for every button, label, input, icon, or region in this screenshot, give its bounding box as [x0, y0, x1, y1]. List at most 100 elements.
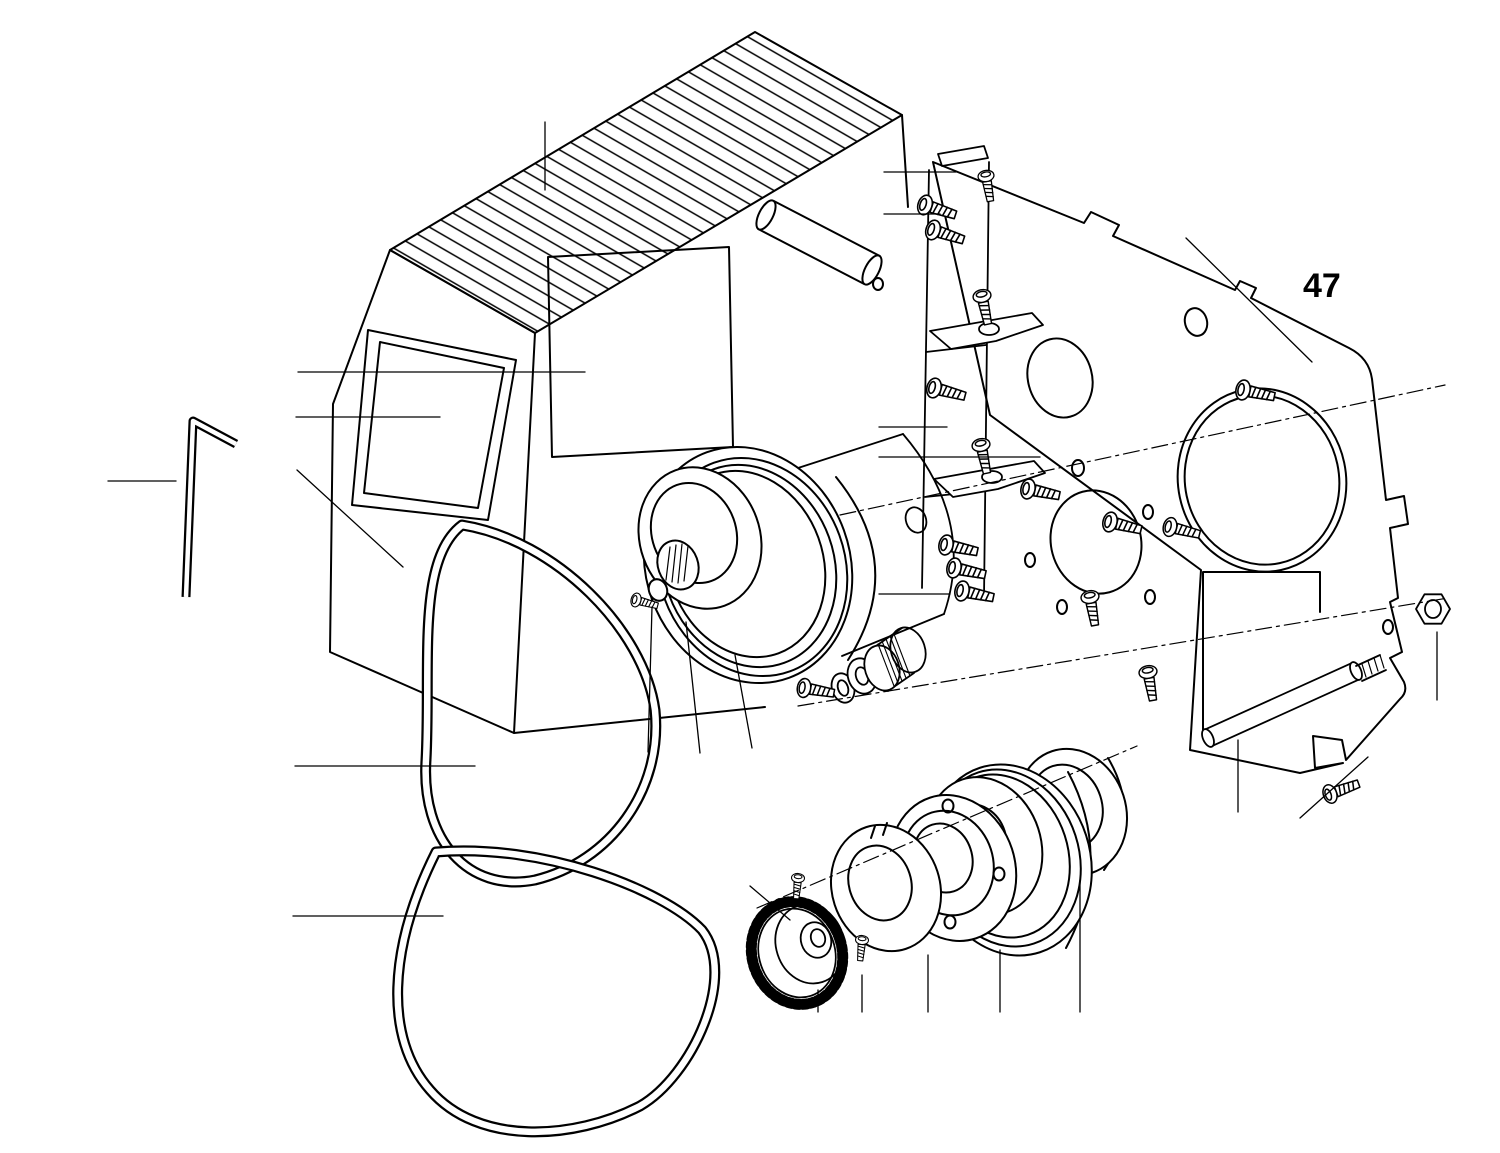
- screw: [1233, 377, 1278, 408]
- allen-key: [181, 416, 239, 598]
- wing-bracket-lower: [933, 460, 1046, 498]
- pin-thread-1: [1361, 663, 1367, 678]
- screw: [936, 532, 981, 563]
- spacer-knurl-5: [893, 633, 911, 677]
- nut-body: [1415, 593, 1451, 625]
- center-line: [797, 597, 1449, 707]
- roller-hole: [872, 277, 884, 291]
- screw: [853, 934, 870, 962]
- screw: [922, 217, 968, 251]
- spacer-edge-top: [875, 627, 903, 647]
- spacer-knurl-4: [889, 635, 907, 679]
- roller-edge-top: [772, 200, 881, 257]
- cover-bottom-edge: [513, 706, 766, 734]
- screw: [1137, 663, 1163, 703]
- motor-edge-top: [797, 433, 904, 469]
- drive-belt-upper: [420, 519, 662, 888]
- plate-hole-a: [1071, 459, 1085, 477]
- leader-line: [647, 606, 653, 753]
- screw: [1319, 773, 1363, 807]
- leader-line: [749, 885, 791, 921]
- pin-thread-bottom: [1361, 669, 1387, 682]
- pulley-shaft-tip: [647, 578, 669, 602]
- pulley-hub-knurl: [656, 539, 700, 591]
- roller-body: [758, 201, 880, 284]
- screw: [1079, 588, 1105, 628]
- back-plate-small-hole: [1183, 307, 1209, 337]
- bracket-rail-right: [983, 161, 990, 599]
- pin-edge-bottom: [1210, 678, 1361, 748]
- clamp-slot-2: [882, 822, 888, 836]
- center-line: [756, 745, 1138, 909]
- washer-small-hole: [836, 679, 850, 697]
- bracket-top-tab: [937, 145, 989, 167]
- hub-knurl-line-3: [677, 543, 683, 584]
- gear-center-hole: [809, 928, 827, 948]
- roller-pin: [755, 199, 884, 291]
- pulley-face-ring: [649, 481, 739, 585]
- cover-right-edge: [901, 114, 909, 208]
- machine-cover: [329, 31, 909, 734]
- pin-end-left: [1201, 728, 1215, 748]
- motor-pulley: [637, 445, 877, 685]
- cover-window-outer: [351, 329, 517, 521]
- plate-hole-d: [1056, 599, 1068, 615]
- pin-thread-4: [1379, 654, 1385, 669]
- plate-hole-c: [1142, 504, 1154, 520]
- pin-body: [1204, 662, 1360, 747]
- leader-line: [734, 654, 753, 749]
- flange-bolt-hole-4: [992, 866, 1006, 882]
- back-plate: [932, 161, 1409, 774]
- cover-window-inner: [363, 341, 505, 509]
- screw: [923, 375, 969, 407]
- gear-body: [757, 907, 837, 999]
- belt-upper-core: [422, 521, 660, 886]
- screw: [789, 872, 806, 900]
- center-lines: [756, 384, 1449, 909]
- washer-spacer-set: [830, 626, 927, 704]
- leader-lines: [107, 121, 1438, 1013]
- motor-end-cap: [902, 433, 955, 615]
- wing-bracket-upper: [929, 312, 1044, 350]
- clamp-ring-outer: [829, 823, 943, 953]
- drive-belt-lower: [392, 845, 721, 1138]
- hub-knurl-line-1: [665, 546, 671, 581]
- center-line: [839, 384, 1446, 516]
- screw: [914, 192, 960, 226]
- spacer-knurl-1: [877, 643, 895, 687]
- spacer-knurl-2: [881, 640, 899, 684]
- screw: [976, 168, 1000, 204]
- clamp-slot-1: [870, 825, 876, 839]
- gear-hub-ring: [799, 921, 833, 959]
- wing-bracket-lower-hub: [981, 470, 1003, 484]
- plate-hole-e: [1144, 589, 1156, 605]
- flange-bolt-hole-3: [943, 914, 957, 930]
- screw: [952, 578, 997, 609]
- pin-edge-top: [1203, 661, 1354, 731]
- roller-edge-bottom: [757, 228, 866, 285]
- part-number-47: 47: [1303, 267, 1341, 305]
- screw: [794, 676, 837, 704]
- mid-hole: [1026, 337, 1094, 419]
- screw: [1018, 476, 1063, 507]
- plate-hole-f: [1382, 619, 1394, 635]
- hub-knurl-line-2: [671, 544, 677, 583]
- spacer-end-left: [863, 644, 901, 692]
- allen-key-core: [183, 418, 238, 598]
- belt-lower-outer: [392, 845, 721, 1138]
- back-plate-main-hole: [1176, 387, 1348, 573]
- hub-knurl-line-4: [683, 545, 689, 582]
- pulley-back-rim: [835, 476, 877, 661]
- flange-bolt-hole-1: [941, 798, 955, 814]
- handwheel-assembly: [745, 747, 1129, 1010]
- support-pin: [1201, 654, 1387, 748]
- roller-end-right: [861, 254, 883, 286]
- gear-face: [774, 903, 846, 985]
- back-plate-outline: [932, 161, 1409, 774]
- screw: [1099, 509, 1145, 541]
- pin-thread-2: [1367, 660, 1373, 675]
- leader-line: [1299, 756, 1369, 819]
- mounting-bracket-strip: [921, 145, 1046, 599]
- hex-nut: [1415, 593, 1451, 625]
